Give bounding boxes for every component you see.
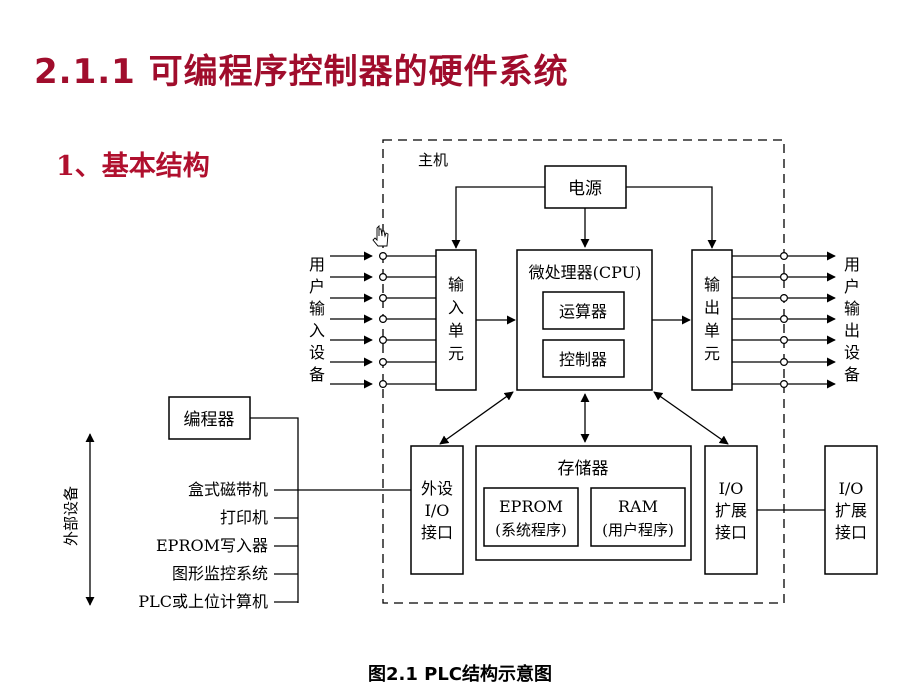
eprom-sub-label: (系统程序)	[495, 521, 567, 539]
peripheral-io-label: I/O	[425, 501, 450, 520]
peripheral-device-label: PLC或上位计算机	[138, 592, 268, 611]
output-unit-char: 输	[704, 275, 720, 294]
cpu-peripheral-io-arrow	[439, 391, 514, 445]
power-supply-label: 电源	[568, 179, 602, 199]
user-input-char: 备	[309, 365, 325, 384]
io-expansion-box	[704, 445, 758, 575]
figure-caption: 图2.1 PLC结构示意图	[367, 664, 553, 685]
eprom-box	[483, 487, 579, 547]
user-input-devices-label: 用 户 输 入 设 备	[309, 255, 325, 384]
page-title: 2.1.1 可编程序控制器的硬件系统	[34, 52, 569, 92]
user-input-char: 入	[309, 321, 325, 340]
input-unit-char: 元	[448, 344, 464, 363]
peripheral-io-label: 外设	[421, 479, 453, 498]
output-terminal	[779, 294, 788, 303]
ram-sub-label: (用户程序)	[602, 521, 674, 539]
external-io-expansion-label: 扩展	[835, 501, 867, 520]
memory-label: 存储器	[558, 459, 609, 479]
input-terminal	[379, 358, 388, 367]
power-to-output-arrow	[626, 186, 717, 249]
alu-label: 运算器	[559, 302, 607, 321]
external-io-expansion-label: I/O	[839, 479, 864, 498]
peripheral-io-label: 接口	[421, 523, 453, 542]
user-output-char: 出	[844, 321, 860, 340]
output-unit-char: 元	[704, 344, 720, 363]
io-expansion-label: 扩展	[715, 501, 747, 520]
peripheral-device-label: 图形监控系统	[172, 564, 268, 583]
user-output-devices-label: 用 户 输 出 设 备	[844, 255, 860, 384]
output-unit-label: 输 出 单 元	[704, 275, 720, 363]
output-terminal	[779, 273, 788, 282]
user-output-char: 用	[844, 255, 860, 274]
user-input-char: 设	[309, 343, 325, 362]
input-terminal	[379, 252, 388, 261]
alu-box	[542, 291, 625, 330]
power-to-input-arrow	[451, 186, 545, 249]
output-terminal	[779, 380, 788, 389]
output-terminal	[779, 358, 788, 367]
hand-cursor-icon	[372, 224, 389, 247]
external-io-expansion-box	[824, 445, 878, 575]
output-unit-char: 出	[704, 298, 720, 317]
programmer-label: 编程器	[184, 410, 235, 430]
peripheral-device-label: EPROM写入器	[156, 536, 268, 555]
programmer-link-line	[250, 417, 299, 490]
input-unit-char: 入	[448, 298, 464, 317]
ram-label: RAM	[618, 497, 658, 516]
user-input-char: 用	[309, 255, 325, 274]
external-devices-label: 外部设备	[62, 486, 80, 546]
output-unit-box	[691, 249, 733, 391]
external-io-expansion-label: 接口	[835, 523, 867, 542]
input-terminal	[379, 380, 388, 389]
user-output-char: 户	[844, 277, 860, 296]
cpu-label: 微处理器(CPU)	[529, 263, 642, 282]
io-expansion-label: 接口	[715, 523, 747, 542]
user-output-char: 备	[844, 365, 860, 384]
input-unit-char: 输	[448, 275, 464, 294]
cpu-io-expansion-arrow	[653, 391, 729, 445]
controller-label: 控制器	[559, 350, 607, 369]
output-unit-char: 单	[704, 321, 720, 340]
user-input-char: 户	[309, 277, 325, 296]
peripheral-io-box	[410, 445, 464, 575]
user-input-char: 输	[309, 299, 325, 318]
input-signal-lines	[330, 251, 436, 389]
host-boundary	[382, 139, 785, 604]
output-signal-lines	[732, 251, 836, 389]
eprom-label: EPROM	[499, 497, 563, 516]
peripheral-device-label: 打印机	[220, 508, 268, 527]
user-output-char: 设	[844, 343, 860, 362]
input-unit-char: 单	[448, 321, 464, 340]
host-label: 主机	[418, 151, 448, 169]
peripheral-device-label: 盒式磁带机	[188, 480, 268, 499]
output-terminal	[779, 315, 788, 324]
io-expansion-label: I/O	[719, 479, 744, 498]
input-unit-label: 输 入 单 元	[448, 275, 464, 363]
input-terminal	[379, 273, 388, 282]
input-unit-box	[435, 249, 477, 391]
user-output-char: 输	[844, 299, 860, 318]
input-terminal	[379, 294, 388, 303]
controller-box	[542, 339, 625, 378]
ram-box	[590, 487, 686, 547]
input-terminal	[379, 336, 388, 345]
output-terminal	[779, 252, 788, 261]
section-heading: 1、基本结构	[56, 151, 210, 182]
output-terminal	[779, 336, 788, 345]
input-terminal	[379, 315, 388, 324]
